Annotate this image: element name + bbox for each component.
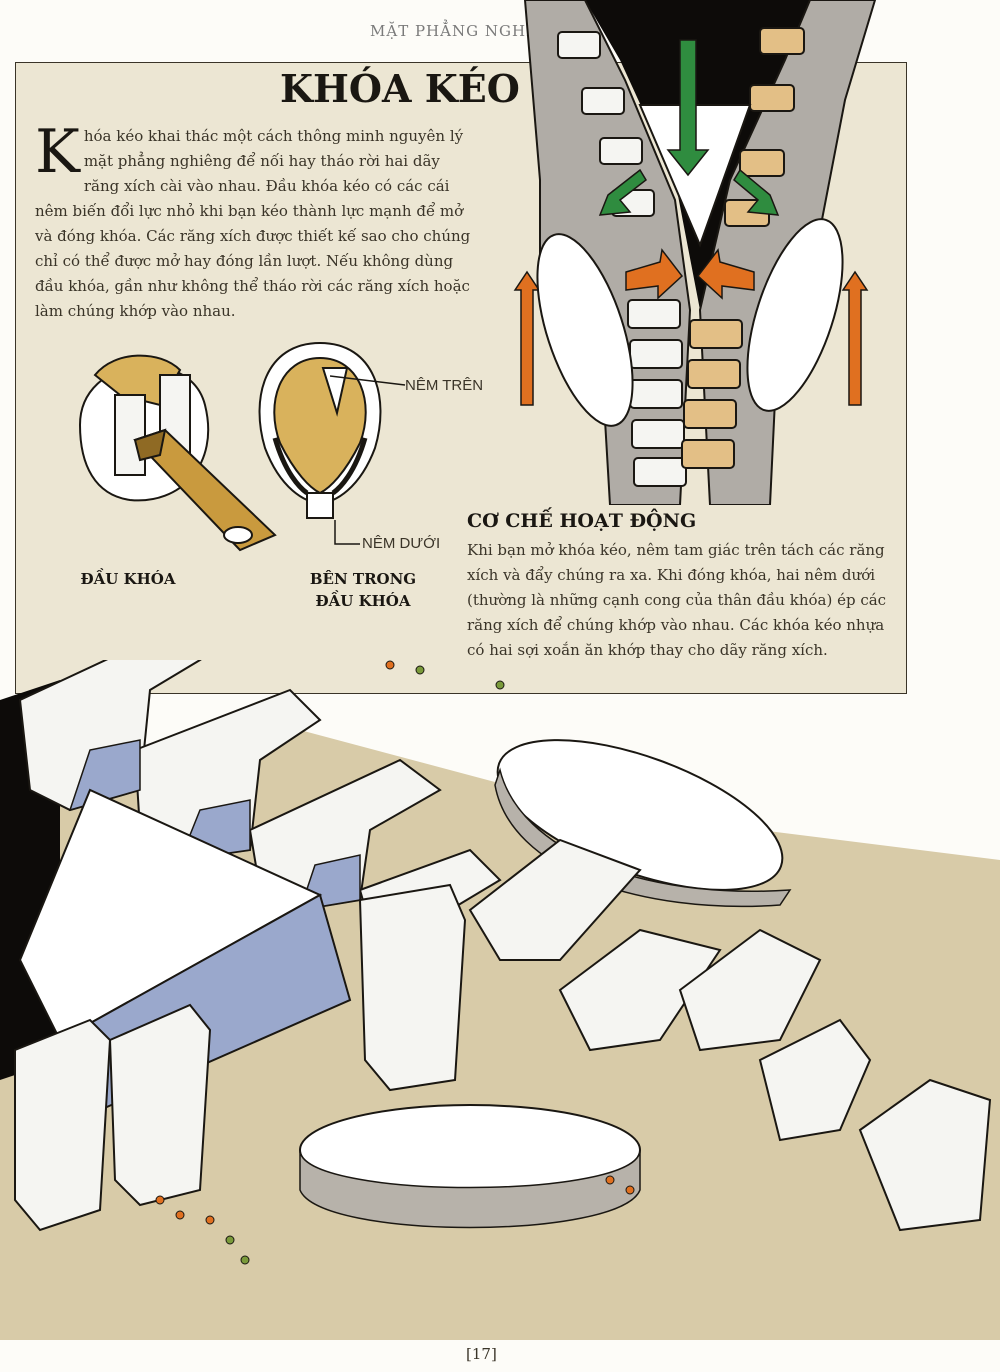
section-title: CƠ CHẾ HOẠT ĐỘNG [467,510,697,532]
lower-wedge-label: NÊM DƯỚI [362,535,441,552]
inside-slider-illustration [258,341,382,519]
running-header: MẶT PHẲNG NGHIÊNG [370,22,573,40]
page-number: [17] [466,1345,497,1363]
page-title: KHÓA KÉO [280,66,520,111]
inside-slider-caption: BÊN TRONG ĐẦU KHÓA [298,568,428,612]
slider-head-caption: ĐẦU KHÓA [80,570,176,588]
upper-wedge-label: NÊM TRÊN [405,377,484,394]
giant-zipper-scene-illustration [0,660,1000,1340]
slider-head-illustration [78,354,277,552]
drop-cap: K [35,117,80,187]
inside-slider-caption-line1: BÊN TRONG [309,570,417,588]
inside-slider-caption-line2: ĐẦU KHÓA [315,592,411,610]
intro-text: hóa kéo khai thác một cách thông minh ng… [35,127,471,320]
section-body: Khi bạn mở khóa kéo, nêm tam giác trên t… [467,541,887,659]
callout-lines [330,375,406,545]
zipper-mechanism-illustration [513,0,877,505]
